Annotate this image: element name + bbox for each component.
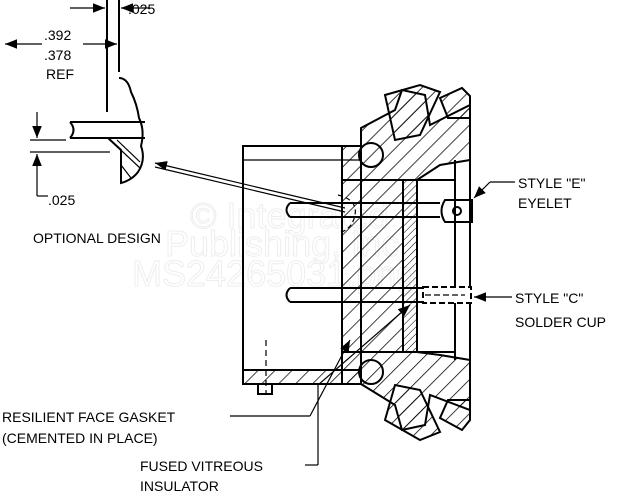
- face-gasket: [402, 179, 418, 353]
- dim-top-thickness: .025: [128, 1, 155, 17]
- leaders: [230, 181, 515, 466]
- eyelet-hole: [452, 206, 462, 216]
- dim-width-max: .392: [44, 27, 71, 43]
- eyelet-label-2: EYELET: [518, 195, 572, 211]
- vitreous-insulator: [341, 179, 404, 353]
- dim-width-min: .378: [44, 47, 71, 63]
- eyelet-label-1: STYLE "E": [518, 175, 586, 191]
- connector-section: [242, 83, 473, 442]
- pin-lower: [285, 287, 425, 303]
- pin-upper: [285, 202, 440, 218]
- optional-design-detail: [5, 0, 346, 213]
- eyelet-terminal: [440, 199, 473, 223]
- o-ring-upper: [358, 142, 384, 168]
- optional-design-label: OPTIONAL DESIGN: [33, 230, 161, 246]
- solder-cup-label-1: STYLE "C": [515, 290, 583, 306]
- insulator-label-1: FUSED VITREOUS: [140, 458, 263, 474]
- insulator-label-2: INSULATOR: [140, 478, 219, 492]
- o-ring-lower: [358, 359, 384, 385]
- solder-cup-label-2: SOLDER CUP: [515, 314, 606, 330]
- dim-side-thickness: .025: [48, 192, 75, 208]
- gasket-label-1: RESILIENT FACE GASKET: [2, 409, 176, 425]
- dim-width-ref: REF: [46, 66, 74, 82]
- gasket-label-2: (CEMENTED IN PLACE): [2, 430, 158, 446]
